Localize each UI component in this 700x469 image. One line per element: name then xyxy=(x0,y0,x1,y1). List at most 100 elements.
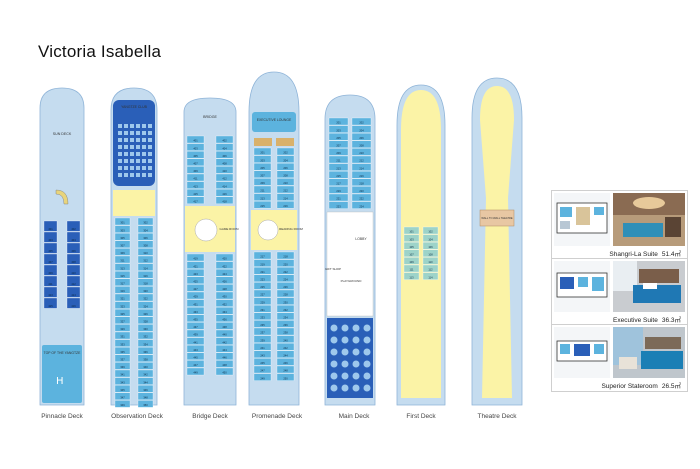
cabin-main xyxy=(328,125,349,133)
cabin-bridge-number: 402 xyxy=(222,139,227,143)
cabin-main xyxy=(351,155,372,164)
cabin-observation xyxy=(137,293,154,302)
cabin-observation xyxy=(114,248,131,256)
cabin-main xyxy=(351,171,372,179)
cabin-bridge xyxy=(186,166,205,174)
cabin-promenade xyxy=(276,327,295,336)
suite-photo xyxy=(613,193,685,246)
cabin-promenade-number: 219 xyxy=(260,262,265,266)
cabin-observation xyxy=(114,293,131,302)
cabin-promenade-number: 206 xyxy=(283,166,288,170)
theatre-deck-public xyxy=(480,86,514,398)
cabin-bridge-number: 418 xyxy=(222,200,227,204)
cabin-observation-number: 315 xyxy=(120,274,125,278)
cabin-first xyxy=(422,264,439,273)
cabin-observation-number: 340 xyxy=(143,365,148,369)
cabin-pinnacle-number: 401 xyxy=(48,227,53,231)
cabin-observation-number: 310 xyxy=(143,251,148,255)
cabin-promenade xyxy=(253,178,272,186)
cabin-first-number: 104 xyxy=(428,237,433,241)
table-icon xyxy=(330,348,338,356)
cabin-promenade xyxy=(276,259,295,267)
cabin-observation-number: 317 xyxy=(120,282,125,286)
cabin-observation xyxy=(137,255,154,264)
cabin-observation xyxy=(137,309,154,317)
cabin-observation xyxy=(137,362,154,370)
cabin-observation-number: 344 xyxy=(143,380,148,384)
cabin-first xyxy=(403,257,420,265)
cabin-observation xyxy=(137,301,154,309)
cabin-bridge-number: 413 xyxy=(193,184,198,188)
cabin-bridge-number: 416 xyxy=(222,192,227,196)
cabin-first-number: 103 xyxy=(409,237,414,241)
cabin-bridge-number: 442 xyxy=(222,340,227,344)
table-icon xyxy=(352,324,360,332)
cabin-promenade-number: 250 xyxy=(283,376,288,380)
seat-icon xyxy=(124,131,128,135)
seat-icon xyxy=(124,166,128,170)
cabin-bridge-number: 432 xyxy=(222,302,227,306)
table-icon xyxy=(341,324,349,332)
cabin-observation-number: 322 xyxy=(143,297,148,301)
cabin-promenade-number: 211 xyxy=(260,189,265,193)
cabin-observation xyxy=(114,217,131,226)
cabin-main-number: 215 xyxy=(336,174,341,178)
cabin-pinnacle xyxy=(43,297,58,309)
cabin-bridge-number: 405 xyxy=(193,154,198,158)
cabin-promenade-number: 222 xyxy=(283,270,288,274)
area-label-lobby: LOBBY xyxy=(355,237,367,241)
cabin-pinnacle-number: 402 xyxy=(71,227,76,231)
cabin-promenade xyxy=(276,289,295,298)
seat-icon xyxy=(130,159,134,163)
table-icon xyxy=(330,324,338,332)
cabin-observation xyxy=(137,225,154,233)
seat-icon xyxy=(124,173,128,177)
cabin-first-number: 108 xyxy=(428,253,433,257)
cabin-observation-number: 347 xyxy=(120,396,125,400)
cabin-promenade xyxy=(276,365,295,374)
cabin-main-number: 224 xyxy=(359,204,364,208)
room-name: Superior Stateroom xyxy=(601,383,658,390)
table-icon xyxy=(352,384,360,392)
cabin-observation xyxy=(137,347,154,355)
cabin-first-number: 102 xyxy=(428,230,433,234)
cabin-promenade xyxy=(253,163,272,171)
cabin-promenade-number: 223 xyxy=(260,278,265,282)
cabin-bridge xyxy=(186,269,205,277)
cabin-promenade xyxy=(253,155,272,163)
area-label-playground: PLAYGROUND xyxy=(341,279,363,283)
table-icon xyxy=(352,348,360,356)
cabin-pinnacle-number: 412 xyxy=(71,282,76,286)
cabin-bridge-number: 433 xyxy=(193,310,198,314)
cabin-promenade xyxy=(253,251,272,260)
cabin-promenade xyxy=(253,147,272,156)
cabin-main-number: 211 xyxy=(336,159,341,163)
cabin-pinnacle xyxy=(66,253,81,265)
cabin-promenade xyxy=(253,259,272,267)
seat-icon xyxy=(118,166,122,170)
seat-icon xyxy=(142,124,146,128)
cabin-bridge xyxy=(186,158,205,166)
area-label-executive-lounge: EXECUTIVE LOUNGE xyxy=(257,118,292,122)
cabin-first-number: 111 xyxy=(410,268,414,272)
cabin-bridge xyxy=(186,181,205,189)
cabin-bridge xyxy=(186,135,205,144)
cabin-bridge-number: 427 xyxy=(193,287,198,291)
cabin-observation xyxy=(137,240,154,248)
cabin-bridge-number: 430 xyxy=(222,295,227,299)
cabin-bridge xyxy=(186,360,205,368)
cabin-bridge xyxy=(215,196,234,204)
cabin-promenade xyxy=(253,267,272,275)
cabin-pinnacle xyxy=(66,264,81,276)
cabin-bridge xyxy=(215,189,234,197)
cabin-promenade-number: 230 xyxy=(283,300,288,304)
cabin-pinnacle xyxy=(66,275,81,287)
cabin-promenade-number: 228 xyxy=(283,293,288,297)
cabin-bridge-number: 438 xyxy=(222,325,227,329)
cabin-bridge-number: 422 xyxy=(222,264,227,268)
table-icon xyxy=(352,336,360,344)
